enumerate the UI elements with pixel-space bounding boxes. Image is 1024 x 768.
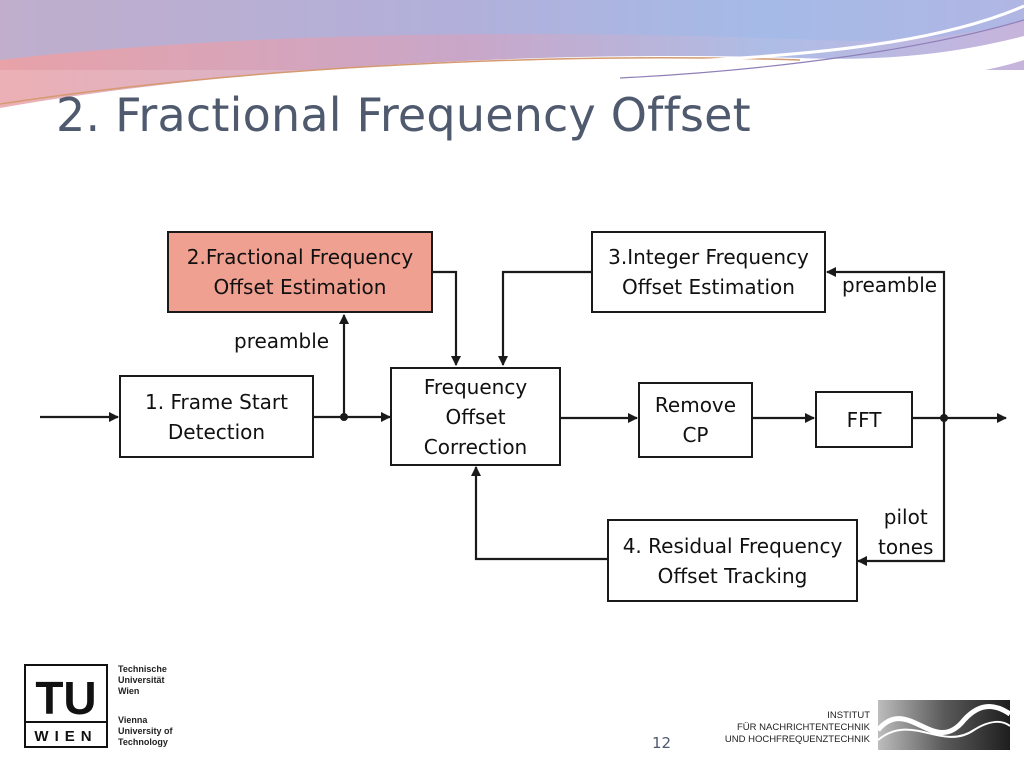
- junction-dot-left: [340, 413, 348, 421]
- fractional-frequency-estimation-block: 2.Fractional Frequency Offset Estimation: [167, 231, 433, 313]
- university-name-english: Vienna University of Technology: [118, 715, 173, 747]
- frame-start-detection-label: 1. Frame Start Detection: [145, 389, 288, 444]
- residual-frequency-tracking-label: 4. Residual Frequency Offset Tracking: [622, 533, 843, 588]
- residual-frequency-tracking-block: 4. Residual Frequency Offset Tracking: [607, 519, 858, 602]
- fft-to-residual-arrow: [857, 418, 946, 566]
- integer-to-correction-arrow: [498, 270, 592, 366]
- institute-name: INSTITUT FÜR NACHRICHTENTECHNIK UND HOCH…: [724, 710, 870, 745]
- remove-cp-label: Remove CP: [654, 393, 737, 447]
- header-swoosh-decoration: [0, 0, 1024, 126]
- fractional-frequency-estimation-label: 2.Fractional Frequency Offset Estimation: [186, 245, 414, 299]
- frame-start-detection-block: 1. Frame Start Detection: [119, 375, 314, 458]
- preamble-label-left: preamble: [234, 329, 330, 353]
- preamble-label-right: preamble: [842, 273, 938, 297]
- wien-logo-letters: WIEN: [34, 728, 97, 745]
- fractional-to-correction-arrow: [432, 270, 461, 366]
- integer-frequency-estimation-block: 3.Integer Frequency Offset Estimation: [591, 231, 826, 313]
- residual-to-correction-arrow: [471, 466, 608, 561]
- pilot-tones-label: pilot tones: [878, 505, 934, 559]
- tu-wien-logo: TU WIEN: [24, 664, 108, 748]
- frequency-offset-correction-block: Frequency Offset Correction: [390, 367, 561, 466]
- frequency-offset-correction-label: Frequency Offset Correction: [423, 374, 528, 459]
- fft-to-integer-arrow: [826, 267, 946, 418]
- institute-wave-logo: [878, 700, 1010, 750]
- tu-logo-letters: TU: [35, 672, 96, 724]
- fft-label: FFT: [846, 407, 882, 432]
- university-name-german: Technische Universität Wien: [118, 664, 167, 696]
- junction-dot-right: [940, 414, 948, 422]
- page-number: 12: [652, 734, 672, 752]
- slide-title: 2. Fractional Frequency Offset: [56, 88, 751, 142]
- remove-cp-block: Remove CP: [638, 382, 753, 458]
- fft-block: FFT: [815, 391, 913, 448]
- integer-frequency-estimation-label: 3.Integer Frequency Offset Estimation: [608, 245, 809, 299]
